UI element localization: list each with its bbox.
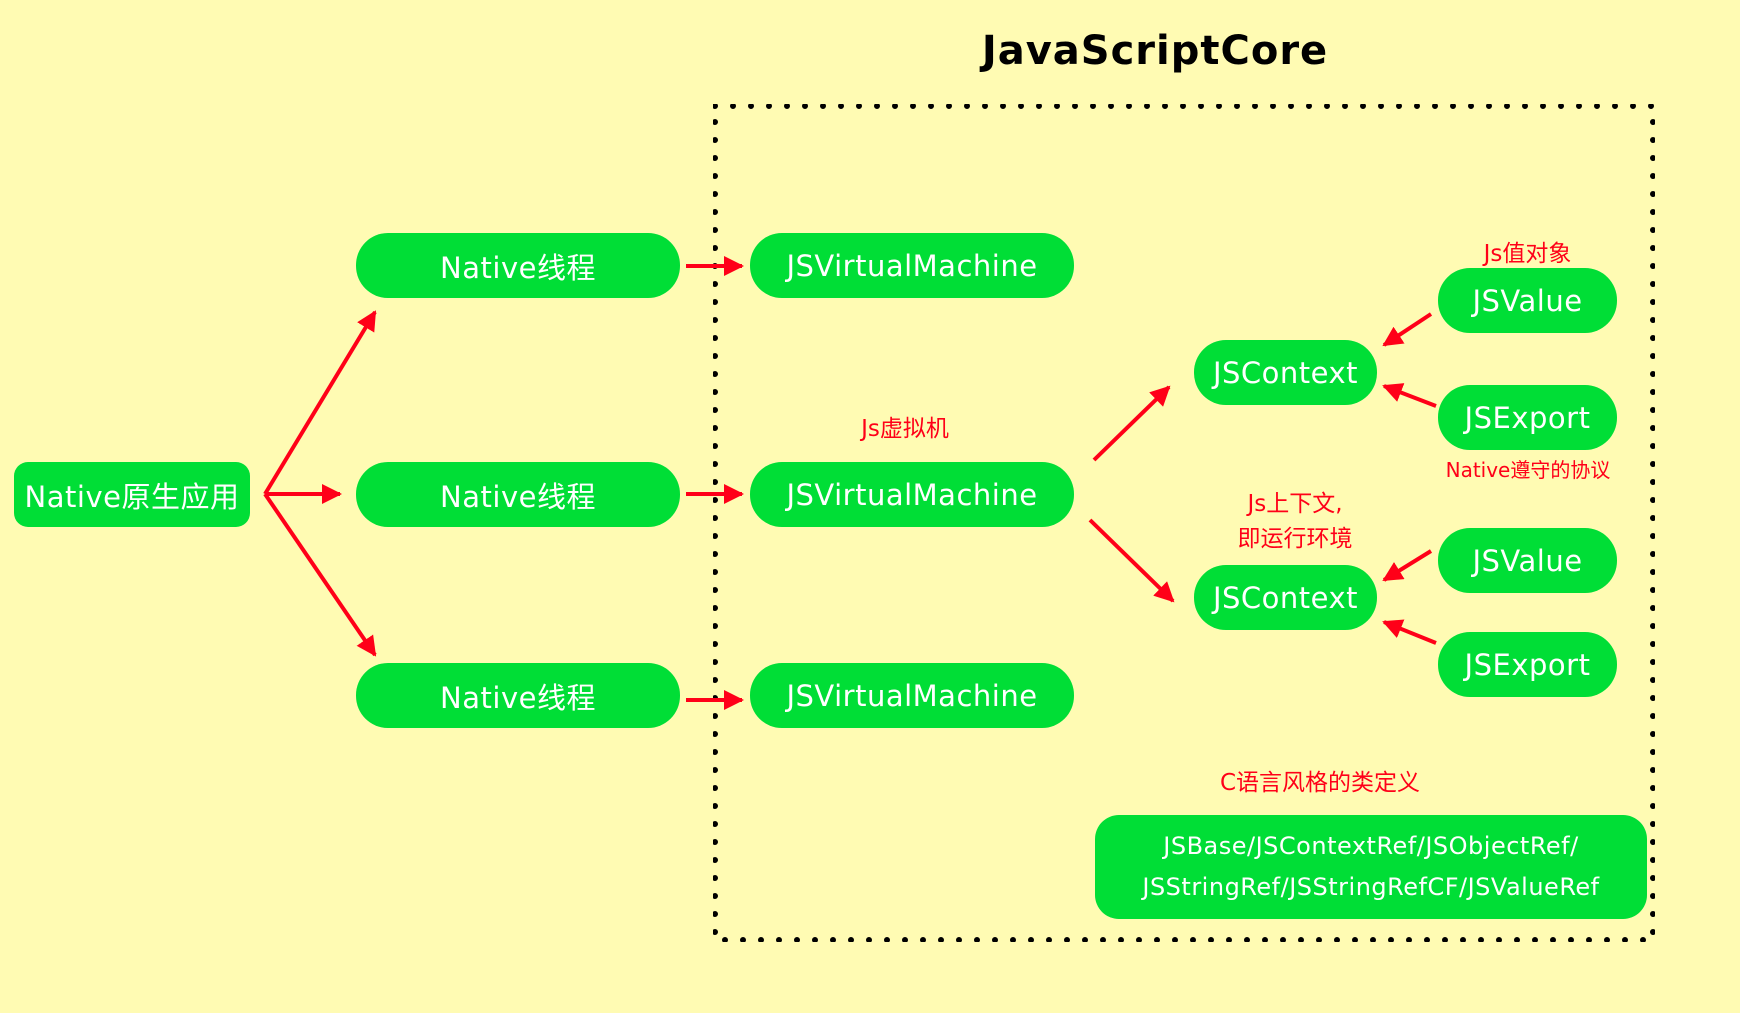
jscontext-node[interactable]: JSContext [1194,565,1377,630]
context-note-line-2: 即运行环境 [1237,526,1353,552]
c-api-line-1: JSBase/JSContextRef/JSObjectRef/ [1163,832,1579,860]
context-note: Js上下文, 即运行环境 [1200,487,1390,557]
jscontext-label: JSContext [1212,355,1359,390]
native-thread-node[interactable]: Native线程 [356,233,680,298]
c-api-node[interactable]: JSBase/JSContextRef/JSObjectRef/ JSStrin… [1095,815,1647,919]
jscontext-label: JSContext [1212,580,1359,615]
jsexport-node[interactable]: JSExport [1438,385,1617,450]
jsexport-node[interactable]: JSExport [1438,632,1617,697]
native-app-node[interactable]: Native原生应用 [14,462,250,527]
jsexport-label: JSExport [1464,400,1591,435]
export-note: Native遵守的协议 [1445,458,1611,482]
native-thread-node[interactable]: Native线程 [356,663,680,728]
jscontext-node[interactable]: JSContext [1194,340,1377,405]
native-thread-label: Native线程 [440,250,596,285]
vm-note: Js虚拟机 [861,416,949,442]
jsvirtualmachine-label: JSVirtualMachine [786,248,1038,283]
jsexport-label: JSExport [1464,647,1591,682]
jsvalue-node[interactable]: JSValue [1438,528,1617,593]
native-thread-node[interactable]: Native线程 [356,462,680,527]
jsvalue-label: JSValue [1472,283,1583,318]
c-api-line-2: JSStringRef/JSStringRefCF/JSValueRef [1142,873,1600,901]
jsvirtualmachine-node[interactable]: JSVirtualMachine [750,233,1074,298]
jsvirtualmachine-node[interactable]: JSVirtualMachine [750,462,1074,527]
javascriptcore-boundary [713,104,1655,942]
jsvirtualmachine-node[interactable]: JSVirtualMachine [750,663,1074,728]
dotted-frame [713,104,1655,942]
native-thread-label: Native线程 [440,479,596,514]
jsvirtualmachine-label: JSVirtualMachine [786,477,1038,512]
diagram-title: JavaScriptCore [981,28,1329,74]
value-note: Js值对象 [1483,241,1572,267]
jsvalue-label: JSValue [1472,543,1583,578]
native-thread-label: Native线程 [440,680,596,715]
native-app-label: Native原生应用 [24,479,240,514]
context-note-line-1: Js上下文, [1247,491,1343,517]
arrow-app-to-thread-3 [263,492,377,657]
arrow-app-to-thread-1 [263,310,377,496]
jsvalue-node[interactable]: JSValue [1438,268,1617,333]
c-api-note: C语言风格的类定义 [1219,770,1421,796]
jsvirtualmachine-label: JSVirtualMachine [786,678,1038,713]
